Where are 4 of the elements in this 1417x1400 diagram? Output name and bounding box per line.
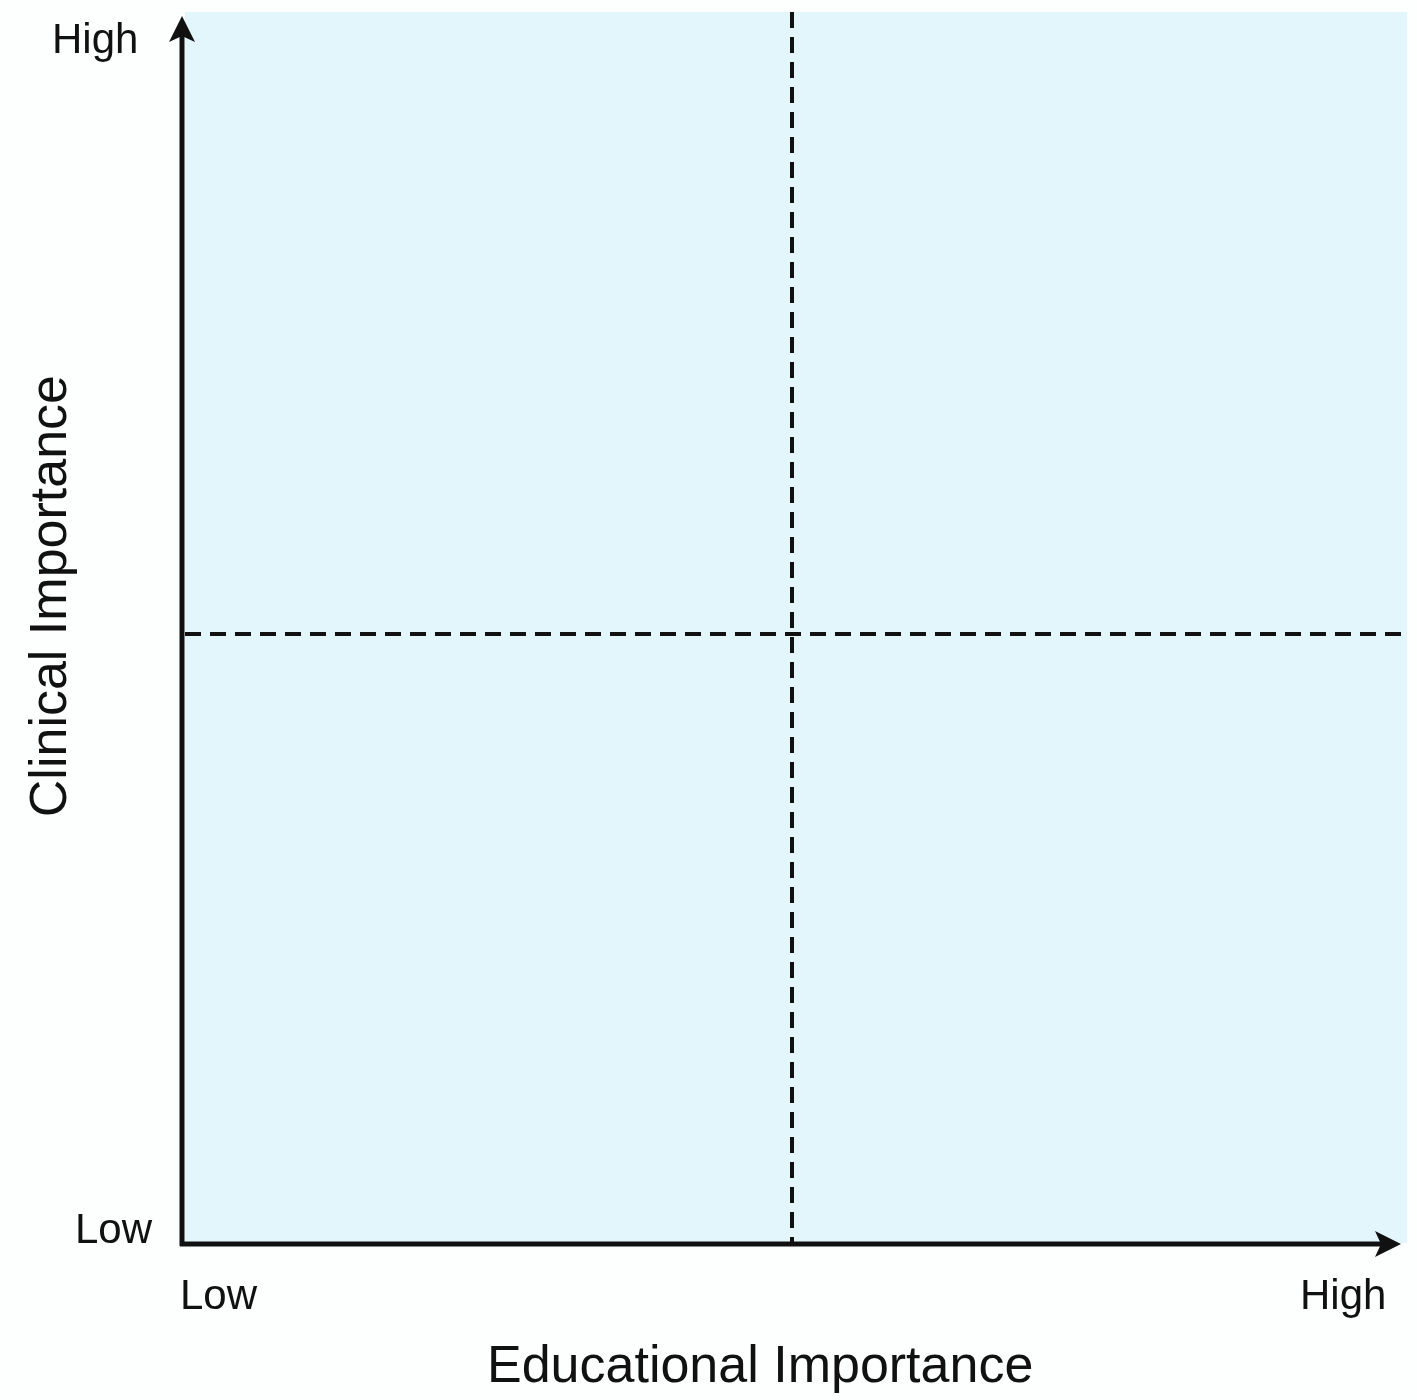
axis-tick-label: High xyxy=(1300,1274,1387,1316)
axis-tick-label: High xyxy=(52,18,139,60)
axis-tick-label: Low xyxy=(75,1208,153,1250)
axis-tick-label: Low xyxy=(180,1274,258,1316)
